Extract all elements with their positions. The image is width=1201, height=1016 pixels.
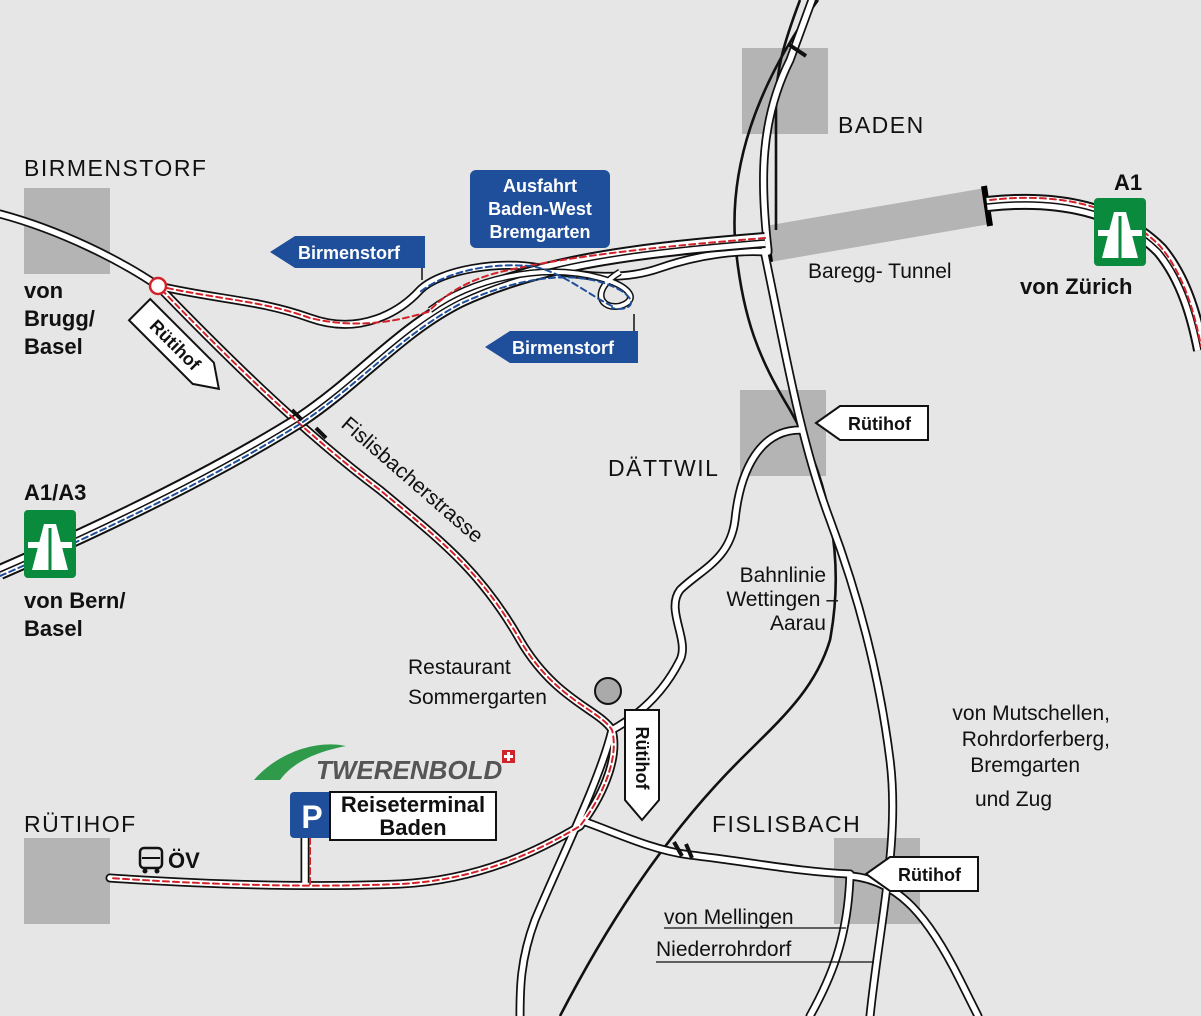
restaurant-label-line-2: Sommergarten <box>408 686 547 709</box>
route-red-motorway <box>427 237 766 313</box>
from-brugg-line-1: von <box>24 278 63 303</box>
ruetihof-sign-4-label: Rütihof <box>898 865 962 885</box>
exit-sign-line-2: Baden-West <box>488 199 592 219</box>
from-mutschellen-line-3: Bremgarten <box>970 754 1080 777</box>
from-brugg-line-2: Brugg/ <box>24 306 95 331</box>
restaurant-label-line-1: Restaurant <box>408 656 511 679</box>
motorway-sign-bern <box>24 510 76 578</box>
from-zurich-label: von Zürich <box>1020 274 1132 299</box>
ruetihof-sign-2-label: Rütihof <box>848 414 912 434</box>
railway-label-line-2: Wettingen – <box>726 588 838 611</box>
restaurant-marker <box>594 677 622 705</box>
from-mutschellen-line-4: und Zug <box>975 788 1052 811</box>
birmenstorf-block <box>24 188 110 274</box>
motorway <box>0 193 1201 580</box>
terminal-name-line-2: Baden <box>379 815 446 840</box>
terminal-name-line-1: Reiseterminal <box>341 792 485 817</box>
routes <box>0 196 1201 887</box>
town-daettwil-label: DÄTTWIL <box>608 455 719 481</box>
parking-sign <box>290 792 334 838</box>
street-label: Fislisbacherstrasse <box>337 412 488 547</box>
exit-sign-line-3: Bremgarten <box>489 222 590 242</box>
ruetihof-sign-2: Rütihof <box>814 405 929 441</box>
railway-label-line-3: Aarau <box>770 612 826 635</box>
parking-label: P <box>301 799 322 835</box>
birmenstorf-sign-2: Birmenstorf <box>485 314 638 363</box>
roundabout <box>148 276 168 296</box>
from-mutschellen-line-2: Rohrdorferberg, <box>962 728 1110 751</box>
birmenstorf-sign-1: Birmenstorf <box>270 236 425 280</box>
town-fislisbach-label: FISLISBACH <box>712 811 861 837</box>
from-bern-line-1: von Bern/ <box>24 588 125 613</box>
tunnel-portal-east <box>981 185 993 227</box>
birmenstorf-sign-2-label: Birmenstorf <box>512 338 615 358</box>
niederrohrdorf-label: Niederrohrdorf <box>656 938 792 961</box>
route-blue-exit <box>419 264 613 307</box>
ruetihof-sign-3-label: Rütihof <box>632 727 652 791</box>
railway-label-line-1: Bahnlinie <box>740 564 826 587</box>
railways <box>558 0 838 1016</box>
road-fislisbacher <box>153 281 619 831</box>
exit-sign-line-1: Ausfahrt <box>503 176 577 196</box>
town-baden-label: BADEN <box>838 112 925 138</box>
a1-label: A1 <box>1114 170 1142 195</box>
tunnel-label: Baregg- Tunnel <box>808 260 952 283</box>
bridge-marks <box>290 42 808 859</box>
route-red-local <box>109 284 615 887</box>
motorway-sign-zurich <box>1094 198 1146 266</box>
baregg-tunnel <box>765 188 990 262</box>
town-ruetihof-label: RÜTIHOF <box>24 811 137 837</box>
ruetihof-sign-3: Rütihof <box>624 709 660 822</box>
route-blue-motorway <box>0 276 632 577</box>
ruetihof-sign-4: Rütihof <box>864 856 979 892</box>
from-bern-line-2: Basel <box>24 616 83 641</box>
town-birmenstorf-label: BIRMENSTORF <box>24 155 207 181</box>
exit-sign: Ausfahrt Baden-West Bremgarten <box>470 170 610 248</box>
logo-swoosh <box>254 744 346 780</box>
a1a3-label: A1/A3 <box>24 480 86 505</box>
route-red-east <box>989 196 1201 347</box>
bus-icon <box>138 846 164 874</box>
public-transport-label: ÖV <box>168 848 200 873</box>
railway-baden-north <box>558 0 838 1016</box>
birmenstorf-sign-1-label: Birmenstorf <box>298 243 401 263</box>
ruetihof-block <box>24 838 110 924</box>
terminal-sign: P Reiseterminal Baden <box>290 791 497 841</box>
from-mutschellen-line-1: von Mutschellen, <box>952 702 1110 725</box>
brand-name: TWERENBOLD <box>316 755 503 785</box>
town-blocks <box>24 48 920 924</box>
from-brugg-line-3: Basel <box>24 334 83 359</box>
from-mellingen-label: von Mellingen <box>664 906 794 929</box>
twerenbold-logo: TWERENBOLD <box>254 744 515 785</box>
